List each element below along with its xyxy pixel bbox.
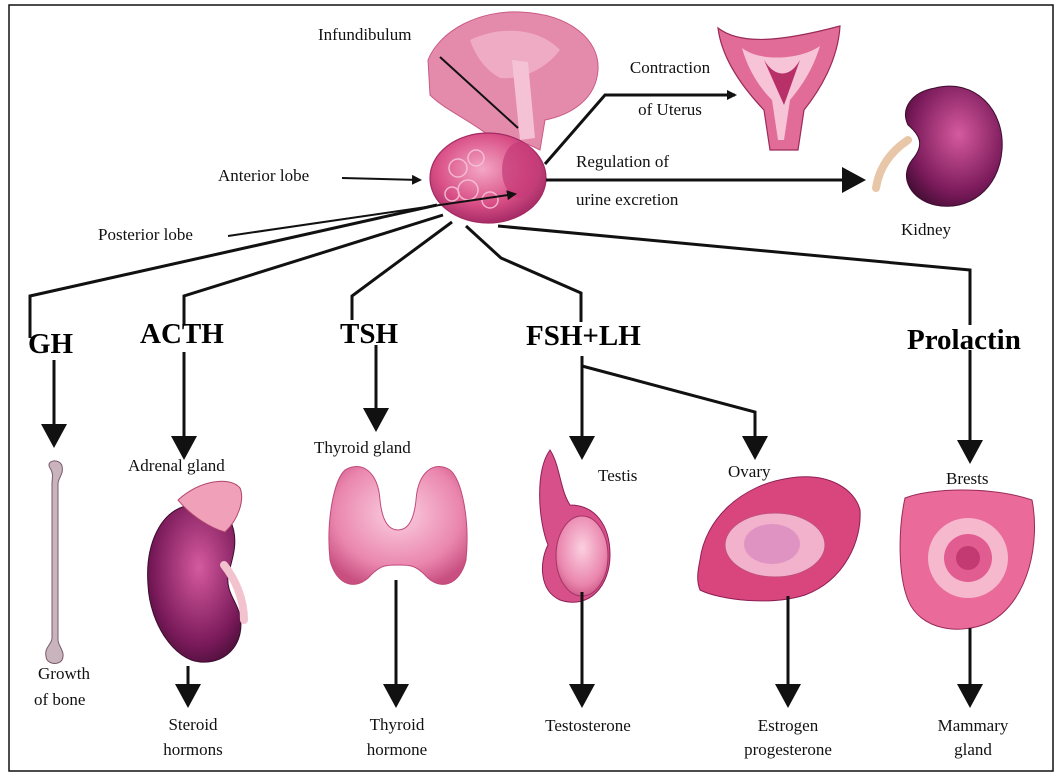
testis-label: Testis bbox=[598, 466, 637, 486]
thyroid-gland-label: Thyroid gland bbox=[314, 438, 411, 458]
ovary-effect-line1: Estrogen bbox=[726, 716, 850, 736]
kidney-illustration bbox=[876, 86, 1002, 206]
hormone-tsh: TSH bbox=[340, 318, 398, 351]
testosterone-label: Testosterone bbox=[528, 716, 648, 736]
ovary-effect-line2: progesterone bbox=[726, 740, 850, 760]
steroid-effect-line2: hormons bbox=[138, 740, 248, 760]
kidney-effect-line1: Regulation of bbox=[576, 152, 669, 172]
hormone-acth: ACTH bbox=[140, 318, 224, 351]
bone-effect-line2: of bone bbox=[34, 690, 85, 710]
anterior-lobe-label: Anterior lobe bbox=[218, 166, 309, 186]
steroid-effect-line1: Steroid bbox=[138, 715, 248, 735]
bone-effect-line1: Growth bbox=[38, 664, 90, 684]
uterus-effect-line2: of Uterus bbox=[612, 100, 728, 120]
uterus-effect-line1: Contraction bbox=[612, 58, 728, 78]
ovary-label: Ovary bbox=[728, 462, 770, 482]
mammary-effect-line1: Mammary bbox=[918, 716, 1028, 736]
adrenal-gland-label: Adrenal gland bbox=[128, 456, 225, 476]
hormone-fsh-lh: FSH+LH bbox=[526, 320, 641, 353]
mammary-effect-line2: gland bbox=[918, 740, 1028, 760]
posterior-lobe-label: Posterior lobe bbox=[98, 225, 193, 245]
thyroid-illustration bbox=[329, 467, 467, 585]
thyroid-effect-line2: hormone bbox=[342, 740, 452, 760]
kidney-effect-line2: urine excretion bbox=[576, 190, 678, 210]
kidney-label: Kidney bbox=[901, 220, 951, 240]
uterus-illustration bbox=[718, 26, 840, 150]
hormone-gh: GH bbox=[28, 328, 73, 361]
bone-illustration bbox=[46, 461, 63, 664]
infundibulum-label: Infundibulum bbox=[318, 25, 412, 45]
thyroid-effect-line1: Thyroid bbox=[342, 715, 452, 735]
adrenal-gland-illustration bbox=[148, 481, 244, 662]
pituitary-gland-illustration bbox=[428, 12, 598, 223]
ovary-illustration bbox=[698, 477, 860, 601]
hormone-prolactin: Prolactin bbox=[907, 324, 1021, 357]
breasts-label: Brests bbox=[946, 469, 989, 489]
breast-illustration bbox=[900, 490, 1034, 629]
